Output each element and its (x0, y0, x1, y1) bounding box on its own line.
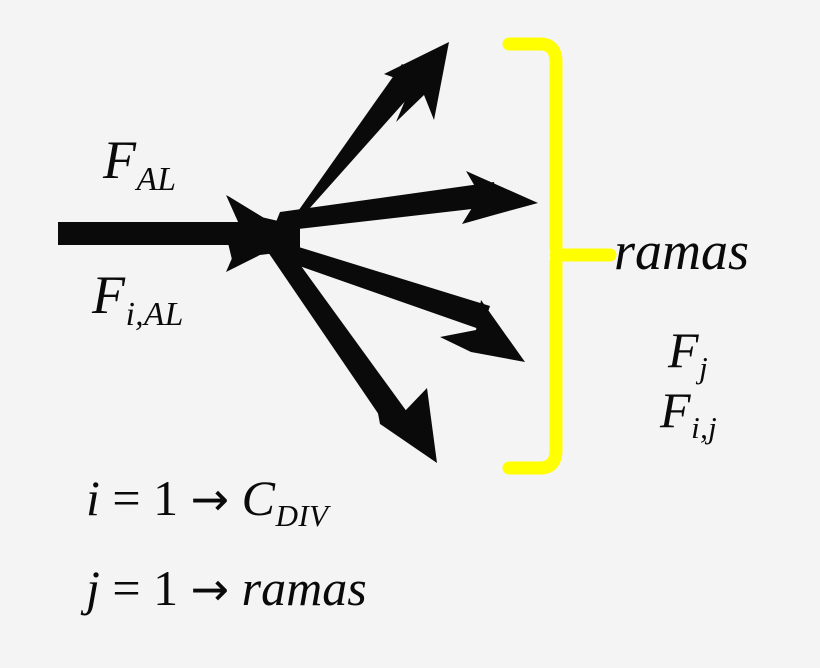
label-branch-f-j-base: F (668, 322, 699, 378)
branch-arrow-3 (276, 240, 525, 362)
index-definition-i-limit: C (241, 470, 276, 526)
branch-arrow-1 (272, 42, 449, 248)
label-inflow-f-i-al-subscript: i,AL (125, 296, 184, 334)
index-definition-i-start: 1 (153, 470, 179, 526)
branch-arrow-4 (268, 248, 437, 463)
label-branch-f-j: Fj (668, 322, 708, 383)
index-definition-i: i = 1 → CDIV (86, 470, 328, 531)
index-definition-j: j = 1 → ramas (86, 563, 367, 613)
label-inflow-f-i-al: Fi,AL (92, 265, 183, 331)
index-definition-i-limit-subscript: DIV (275, 498, 329, 534)
right-arrow-icon: → (190, 472, 230, 526)
label-branches-ramas: ramas (614, 221, 750, 281)
index-definition-j-variable: j (86, 560, 100, 616)
label-branch-f-i-j: Fi,j (660, 382, 717, 443)
index-definition-j-limit: ramas (241, 560, 367, 616)
label-inflow-f-al-subscript: AL (136, 161, 177, 199)
index-definition-j-equals: = (112, 560, 141, 616)
right-arrow-icon: → (190, 562, 230, 616)
label-branch-f-i-j-subscript: i,j (691, 410, 718, 446)
index-definition-i-variable: i (86, 470, 100, 526)
branch-arrow-2 (272, 171, 538, 232)
index-definition-i-equals: = (112, 470, 141, 526)
label-branch-f-i-j-base: F (660, 382, 691, 438)
index-definition-j-start: 1 (153, 560, 179, 616)
label-inflow-f-al-base: F (103, 130, 136, 190)
branch-group-brace (502, 37, 617, 475)
label-inflow-f-al: FAL (103, 130, 176, 196)
label-inflow-f-i-al-base: F (92, 265, 125, 325)
label-branch-f-j-subscript: j (699, 350, 709, 386)
